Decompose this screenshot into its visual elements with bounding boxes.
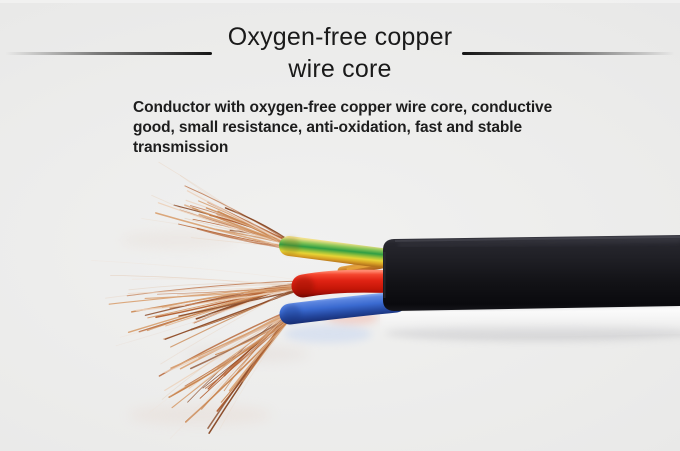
- wire-red: [291, 269, 408, 298]
- title-line-1: Oxygen-free copper: [227, 23, 453, 51]
- title-divider-right: [462, 52, 675, 55]
- copper-strands-red-wire: [91, 260, 316, 365]
- description-line-3: transmission: [133, 139, 229, 156]
- cable-jacket: [383, 235, 680, 311]
- section-title: Oxygen-free copper wire core: [0, 21, 680, 85]
- feature-description: Conductor with oxygen-free copper wire c…: [133, 98, 552, 158]
- title-line-2: wire core: [288, 55, 392, 83]
- wire-yellow-green: [279, 236, 407, 270]
- description-line-1: Conductor with oxygen-free copper wire c…: [133, 99, 553, 116]
- copper-strands-earth-wire: [141, 161, 304, 253]
- top-edge-highlight: [0, 0, 680, 3]
- title-divider-left: [5, 52, 212, 55]
- wire-blue: [279, 291, 407, 325]
- description-line-2: good, small resistance, anti-oxidation, …: [133, 119, 522, 136]
